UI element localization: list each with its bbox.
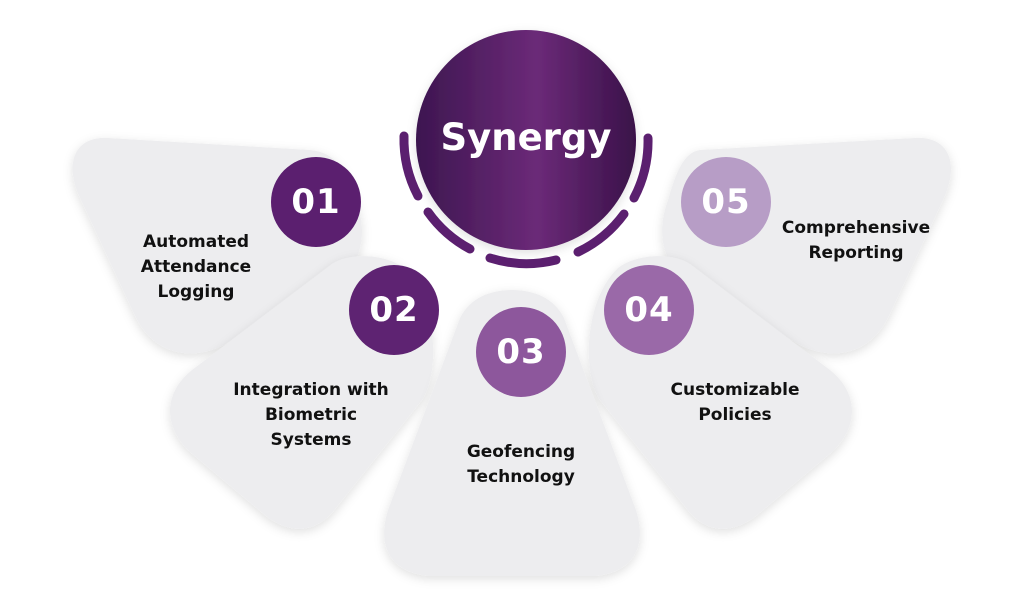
- badge-05-number: 05: [701, 182, 751, 222]
- item-03-label-line: Geofencing: [466, 442, 576, 462]
- item-02-label-line: Biometric: [264, 405, 358, 425]
- item-04-label-line: Customizable: [670, 380, 800, 400]
- badge-04-circle: [604, 265, 694, 355]
- badge-02-number: 02: [369, 290, 419, 330]
- arc-segment: [573, 209, 629, 257]
- badge-02-circle: [349, 265, 439, 355]
- center-arc-ring: [399, 131, 653, 269]
- item-01-label-line: Logging: [157, 282, 235, 302]
- arc-segment: [485, 253, 561, 269]
- item-01-label: Automated Attendance Logging: [116, 230, 276, 305]
- petal-03: [384, 290, 640, 576]
- badge-01-circle: [271, 157, 361, 247]
- item-01-label-line: Automated: [142, 232, 250, 252]
- arc-segment: [399, 131, 423, 201]
- item-05-label: Comprehensive Reporting: [766, 216, 946, 266]
- item-04-label: Customizable Policies: [650, 378, 820, 428]
- item-03-label-line: Technology: [467, 467, 575, 487]
- item-05-label-line: Comprehensive: [781, 218, 931, 238]
- center-title: Synergy: [440, 116, 612, 159]
- arc-segment: [629, 133, 653, 203]
- badge-04-number: 04: [624, 290, 674, 330]
- badge-01-number: 01: [291, 182, 341, 222]
- item-01-label-line: Attendance: [140, 257, 252, 277]
- center-circle: [416, 30, 636, 250]
- badge-03-circle: [476, 307, 566, 397]
- item-02-label-line: Systems: [270, 430, 352, 450]
- item-02-label: Integration with Biometric Systems: [216, 378, 406, 453]
- badge-03-number: 03: [496, 332, 546, 372]
- arc-segment: [423, 207, 475, 254]
- item-02-label-line: Integration with: [233, 380, 389, 400]
- item-03-label: Geofencing Technology: [436, 440, 606, 490]
- item-04-label-line: Policies: [698, 405, 772, 425]
- badge-05-circle: [681, 157, 771, 247]
- item-05-label-line: Reporting: [808, 243, 904, 263]
